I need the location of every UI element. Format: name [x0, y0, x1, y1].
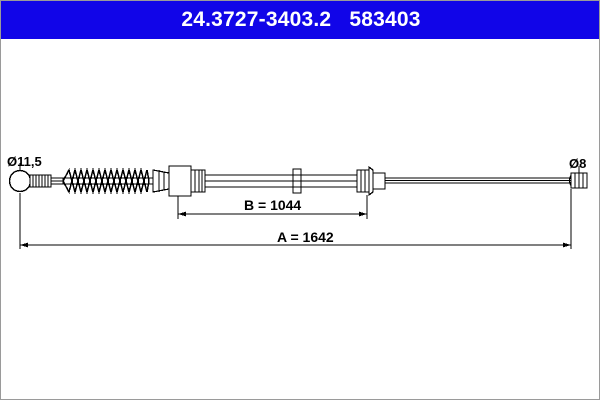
protective-bellows-boot — [62, 167, 150, 195]
cable-assembly-diagram — [8, 163, 588, 249]
part-number-title: 24.3727-3403.2 583403 — [181, 8, 421, 31]
drawing-canvas: Ø11,5 Ø8 B = 1044 A = 1642 — [1, 39, 599, 399]
diameter-leader-lines — [19, 163, 580, 173]
connector-rod — [50, 177, 64, 185]
end-stop-flange — [356, 165, 386, 197]
right-diameter-label: Ø8 — [569, 156, 587, 171]
header-bar: 24.3727-3403.2 583403 — [1, 1, 599, 39]
dimension-line-b — [177, 195, 368, 219]
left-diameter-label: Ø11,5 — [7, 154, 42, 169]
dimension-a-label: A = 1642 — [277, 229, 334, 245]
hatched-ferrule — [29, 174, 52, 188]
inner-cable — [385, 177, 571, 184]
retaining-clip — [149, 169, 170, 193]
outer-conduit — [205, 174, 357, 188]
mid-span-clip — [292, 168, 302, 194]
eyelet-end-fitting — [8, 169, 32, 193]
dimension-line-a — [19, 189, 572, 249]
barrel-nipple-end — [568, 172, 588, 189]
cable-housing-sleeve — [168, 165, 206, 197]
dimension-b-label: B = 1044 — [244, 197, 302, 213]
